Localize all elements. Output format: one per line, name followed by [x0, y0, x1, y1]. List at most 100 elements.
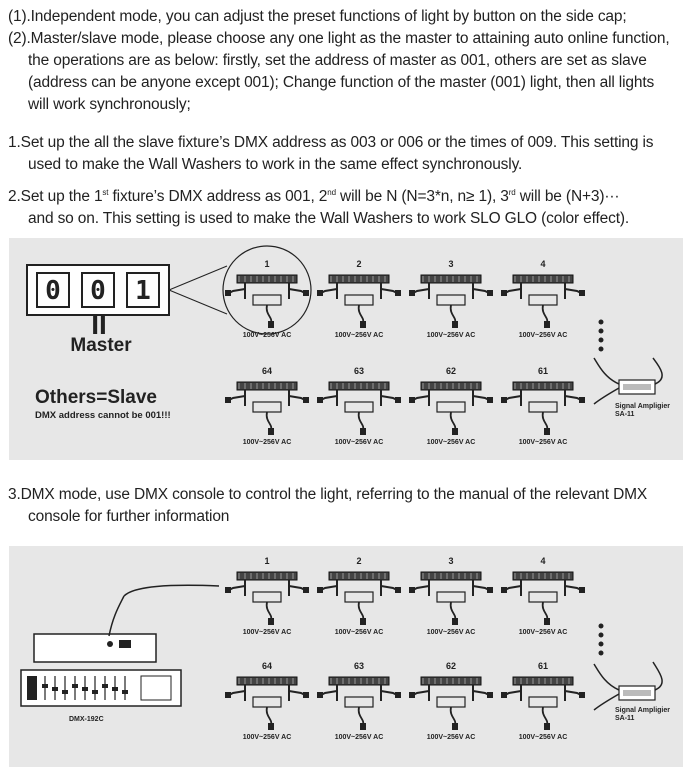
dmx-connector — [579, 692, 585, 698]
fixture-mount — [252, 401, 282, 413]
fixture-mount — [528, 696, 558, 708]
master-slave-diagram: 0 0 1 II Master Others=Slave DMX address… — [9, 238, 683, 460]
wall-washer-fixture: 3 100V~256V AC — [409, 556, 493, 636]
dmx-connector — [579, 587, 585, 593]
equals-mark: II — [91, 309, 107, 340]
dmx-connector — [501, 290, 507, 296]
master-slave-mode-text-3: (address can be anyone except 001); Chan… — [28, 74, 655, 91]
setup-item-3: 3.DMX mode, use DMX console to control t… — [8, 486, 648, 503]
setup-item-3-cont: console for further information — [28, 508, 230, 525]
dmx-connector — [395, 290, 401, 296]
power-label: 100V~256V AC — [335, 439, 384, 446]
dmx-connector — [579, 290, 585, 296]
fixture-bar — [328, 571, 390, 581]
wall-washer-fixture: 64 100V~256V AC — [225, 366, 309, 446]
power-plug — [452, 723, 458, 730]
power-plug — [360, 618, 366, 625]
mode-description: (1).Independent mode, you can adjust the… — [8, 6, 688, 116]
others-slave-label: Others=Slave — [35, 387, 157, 408]
dmx-connector — [317, 587, 323, 593]
fixture-bar — [420, 274, 482, 284]
wall-washer-fixture: 3 100V~256V AC — [409, 259, 493, 339]
dmx-connector — [487, 692, 493, 698]
fader-knob — [122, 690, 128, 694]
address-digit-box: 0 — [81, 272, 115, 308]
amplifier-label: Signal Ampligier — [615, 707, 670, 714]
fixture-mount — [344, 294, 374, 306]
dmx-connector — [317, 692, 323, 698]
fixture-bar — [236, 571, 298, 581]
fixture-bar — [512, 274, 574, 284]
callout-line — [168, 289, 228, 315]
address-digit-box: 1 — [126, 272, 160, 308]
dmx-connector — [487, 290, 493, 296]
fixture-number: 3 — [448, 556, 453, 566]
power-plug — [360, 321, 366, 328]
dmx-connector — [225, 692, 231, 698]
dmx-connector — [303, 587, 309, 593]
signal-amplifier — [593, 661, 663, 711]
power-label: 100V~256V AC — [243, 629, 292, 636]
fixture-bar — [512, 571, 574, 581]
address-warning: DMX address cannot be 001!!! — [35, 410, 171, 421]
fixture-mount — [436, 591, 466, 603]
power-label: 100V~256V AC — [335, 629, 384, 636]
fixture-number: 2 — [356, 259, 361, 269]
setup-item-2-part: will be N (N=3*n, n≥ 1), 3 — [335, 188, 509, 206]
fixture-number: 64 — [262, 661, 272, 671]
power-plug — [268, 321, 274, 328]
power-plug — [360, 428, 366, 435]
fixture-bar — [236, 274, 298, 284]
fixture-number: 64 — [262, 366, 272, 376]
power-label: 100V~256V AC — [243, 439, 292, 446]
power-label: 100V~256V AC — [427, 332, 476, 339]
power-plug — [544, 428, 550, 435]
dmx-connector — [303, 692, 309, 698]
fixture-number: 61 — [538, 661, 548, 671]
fixture-mount — [436, 294, 466, 306]
power-label: 100V~256V AC — [335, 332, 384, 339]
console-label: DMX-192C — [69, 716, 104, 723]
power-label: 100V~256V AC — [243, 332, 292, 339]
master-slave-mode-text-2: the operations are as below: firstly, se… — [28, 52, 647, 69]
dmx-mode-text: 3.DMX mode, use DMX console to control t… — [8, 484, 688, 528]
dmx-connector — [487, 397, 493, 403]
fixture-number: 4 — [540, 259, 545, 269]
master-label: Master — [70, 335, 132, 356]
address-digit: 1 — [135, 276, 151, 306]
fixture-mount — [252, 591, 282, 603]
power-label: 100V~256V AC — [427, 629, 476, 636]
fader-knob — [112, 687, 118, 691]
dmx-connector — [225, 397, 231, 403]
fader-knob — [102, 684, 108, 688]
fixture-number: 3 — [448, 259, 453, 269]
amplifier-model: SA-11 — [615, 715, 635, 722]
fixture-bar — [236, 676, 298, 686]
dmx-connector — [501, 692, 507, 698]
power-plug — [452, 321, 458, 328]
independent-mode-text: (1).Independent mode, you can adjust the… — [8, 8, 627, 25]
signal-amplifier — [593, 357, 663, 405]
dmx-connector — [395, 587, 401, 593]
power-plug — [452, 618, 458, 625]
fixture-mount — [252, 294, 282, 306]
setup-item-1-cont: used to make the Wall Washers to work in… — [28, 156, 523, 173]
fixture-bar — [512, 676, 574, 686]
fixture-mount — [436, 696, 466, 708]
power-label: 100V~256V AC — [519, 439, 568, 446]
setup-item-2-part: 2.Set up the 1 — [8, 188, 103, 206]
wall-washer-fixture: 2 100V~256V AC — [317, 259, 401, 339]
fixture-bar — [328, 274, 390, 284]
fixture-mount — [344, 401, 374, 413]
power-label: 100V~256V AC — [427, 734, 476, 741]
master-highlight-circle — [222, 245, 312, 335]
address-digit: 0 — [45, 276, 61, 306]
address-digit-box: 0 — [36, 272, 70, 308]
